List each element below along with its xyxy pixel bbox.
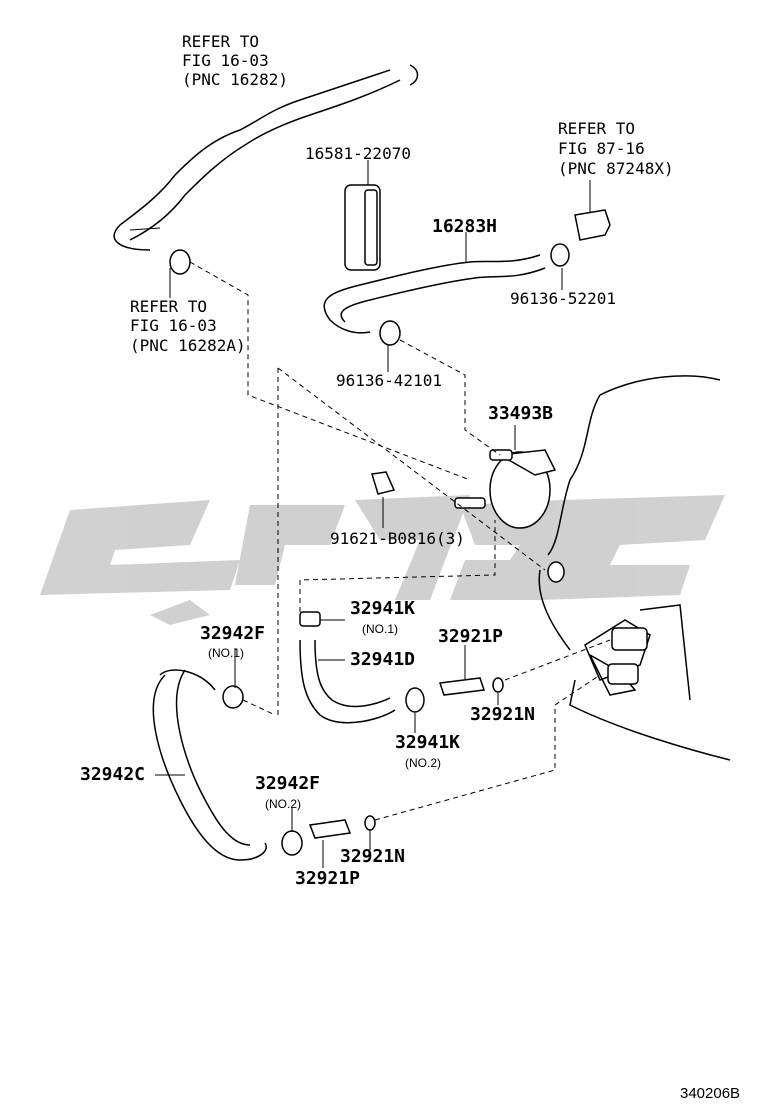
ref-right-line2: FIG 87-16 xyxy=(558,139,645,158)
part-96136-52201: 96136-52201 xyxy=(510,289,616,308)
part-32942f-no2-note: (NO.2) xyxy=(265,797,301,811)
part-32942f-no2: 32942F xyxy=(255,773,321,794)
ref-right-line1: REFER TO xyxy=(558,119,636,138)
part-32921n-lower: 32921N xyxy=(340,846,406,867)
ref-left-line3: (PNC 16282A) xyxy=(130,336,246,355)
ref-top-line2: FIG 16-03 xyxy=(182,51,269,70)
part-33493b: 33493B xyxy=(488,403,554,424)
part-32942c: 32942C xyxy=(80,764,146,785)
solid-leaders xyxy=(129,160,591,868)
part-32921p-lower: 32921P xyxy=(295,868,361,889)
part-32941k-no2-note: (NO.2) xyxy=(405,756,441,770)
part-32942f-no1-note: (NO.1) xyxy=(208,646,244,660)
dashed-leaders xyxy=(189,261,611,821)
part-96136-42101: 96136-42101 xyxy=(336,371,442,390)
ref-top-line3: (PNC 16282) xyxy=(182,70,288,89)
part-91621-b0816: 91621-B0816(3) xyxy=(330,529,465,548)
clamps-and-fittings xyxy=(169,184,648,856)
part-32921p-upper: 32921P xyxy=(438,626,504,647)
part-32921n-upper: 32921N xyxy=(470,704,536,725)
hoses xyxy=(113,64,546,861)
part-32942f-no1: 32942F xyxy=(200,623,266,644)
part-16283h: 16283H xyxy=(432,216,498,237)
ref-left-line1: REFER TO xyxy=(130,297,208,316)
ref-top-line1: REFER TO xyxy=(182,32,260,51)
part-32941k-no1: 32941K xyxy=(350,598,416,619)
ref-right-line3: (PNC 87248X) xyxy=(558,159,674,178)
diagram-code: 340206B xyxy=(680,1085,741,1102)
ref-left-line2: FIG 16-03 xyxy=(130,316,217,335)
part-32941k-no1-note: (NO.1) xyxy=(362,622,398,636)
part-32941k-no2: 32941K xyxy=(395,732,461,753)
part-16581-22070: 16581-22070 xyxy=(305,144,411,163)
part-32941d: 32941D xyxy=(350,649,416,670)
